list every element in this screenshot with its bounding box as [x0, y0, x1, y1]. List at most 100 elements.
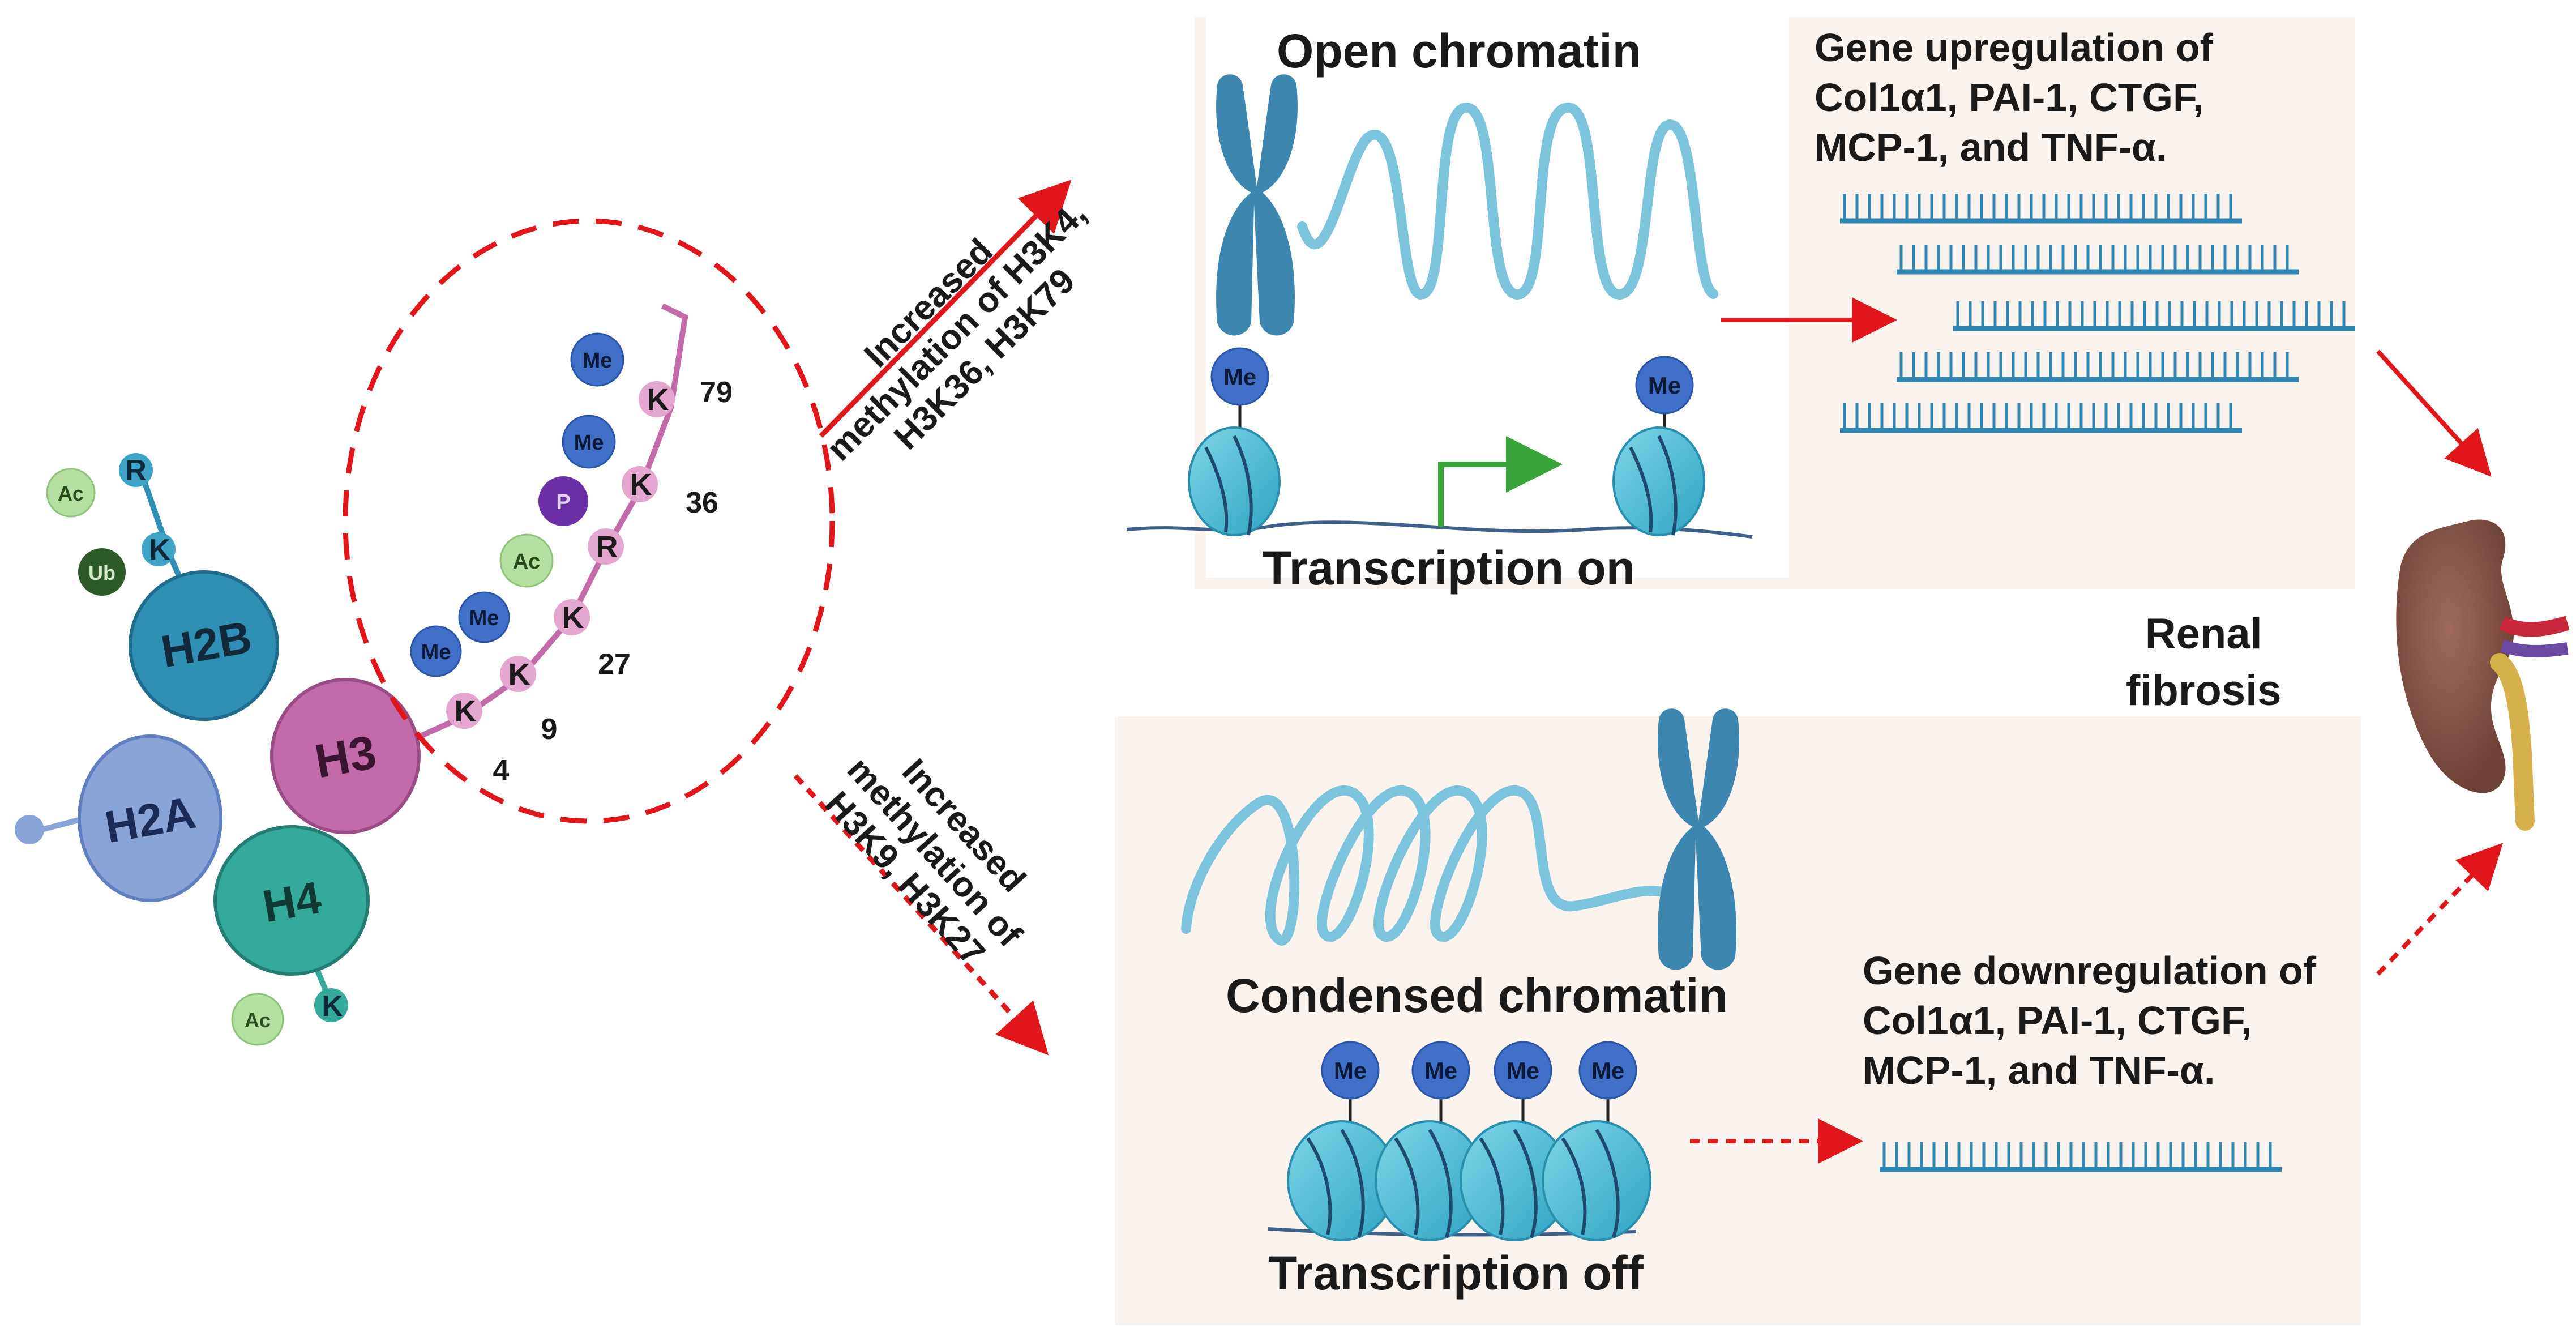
svg-text:K: K — [562, 601, 584, 635]
position-36: 36 — [686, 486, 718, 519]
position-27: 27 — [598, 648, 631, 681]
condensed-chromatin-fiber — [1181, 785, 1678, 946]
arrow-to-condensed-chromatin — [793, 774, 1049, 1056]
renal-fibrosis-line-1: Renal — [2145, 610, 2262, 658]
transcript-comb-4 — [1897, 352, 2299, 382]
position-4: 4 — [493, 754, 510, 787]
gene-up-line-2: Col1α1, PAI-1, CTGF, — [1815, 75, 2204, 119]
top-nucleosome-left — [1188, 396, 1281, 536]
svg-text:Ac: Ac — [58, 482, 84, 505]
svg-text:K: K — [149, 533, 170, 566]
h4-label: H4 — [259, 872, 325, 932]
top-me-mark-left: Me — [1210, 347, 1269, 406]
svg-text:Ac: Ac — [245, 1009, 271, 1032]
svg-text:Me: Me — [469, 607, 499, 630]
kidney-icon — [2396, 519, 2570, 831]
promoter-arrow-icon — [1438, 436, 1563, 527]
open-chromatin-fiber — [1297, 102, 1721, 300]
svg-text:Me: Me — [1507, 1057, 1539, 1084]
h2a-core — [78, 734, 222, 902]
h2b-ub-mark: Ub — [78, 548, 126, 596]
gene-down-line-3: MCP-1, and TNF-α. — [1863, 1048, 2215, 1092]
transcript-comb-5 — [1840, 403, 2242, 433]
transcript-comb-down — [1880, 1142, 2282, 1172]
svg-text:Ub: Ub — [88, 561, 115, 584]
arrow-upregulation-to-fibrosis — [2376, 349, 2492, 477]
h3-me-mark-3: Me — [562, 415, 616, 469]
arrow-to-open-chromatin — [819, 180, 1072, 438]
h4-ac-mark: Ac — [231, 993, 284, 1046]
h3-residue-k36: K — [622, 466, 658, 502]
h2a-tail — [15, 815, 86, 844]
h3-residue-r: R — [588, 528, 624, 565]
svg-text:R: R — [125, 454, 147, 487]
h3-residue-k9: K — [500, 656, 536, 692]
h3-p-mark: P — [538, 476, 588, 526]
transcript-comb-3 — [1953, 301, 2355, 331]
h2b-residue-k: K — [142, 532, 176, 566]
h3-me-mark-2: Me — [458, 591, 510, 643]
svg-text:K: K — [647, 383, 669, 417]
downregulated-transcript — [1880, 1142, 2282, 1172]
svg-text:K: K — [630, 468, 652, 502]
svg-text:Me: Me — [1648, 372, 1681, 399]
h4-residue-k: K — [314, 988, 348, 1023]
svg-text:P: P — [556, 490, 570, 514]
svg-text:Me: Me — [1334, 1057, 1367, 1084]
transcription-off-label: Transcription off — [1268, 1246, 1644, 1300]
chromosome-icon — [1216, 74, 1298, 336]
gene-up-line-1: Gene upregulation of — [1815, 25, 2213, 70]
transcript-comb-2 — [1897, 245, 2299, 275]
gene-down-line-1: Gene downregulation of — [1863, 949, 2317, 993]
bottom-me-mark-2: Me — [1411, 1041, 1470, 1100]
svg-text:Ac: Ac — [513, 550, 541, 574]
svg-text:Me: Me — [1424, 1057, 1457, 1084]
h2b-core — [129, 570, 279, 721]
h3-core — [270, 678, 421, 834]
svg-text:K: K — [508, 657, 530, 691]
bottom-me-mark-1: Me — [1321, 1041, 1380, 1100]
svg-text:Me: Me — [1591, 1057, 1624, 1084]
svg-text:Me: Me — [1223, 364, 1256, 390]
gene-down-line-2: Col1α1, PAI-1, CTGF, — [1863, 998, 2252, 1043]
h3-tail-highlight-ring — [343, 218, 835, 824]
svg-text:Me: Me — [421, 640, 451, 664]
h3-label: H3 — [311, 725, 380, 788]
svg-text:K: K — [322, 990, 343, 1023]
h4-core — [213, 825, 370, 976]
transcript-comb-1 — [1840, 194, 2242, 224]
open-chromatin-title: Open chromatin — [1277, 24, 1642, 78]
top-nucleosome-right — [1612, 408, 1705, 536]
bottom-nucleosome-4 — [1542, 1093, 1651, 1241]
svg-text:R: R — [596, 530, 618, 564]
h3-me-mark-4: Me — [570, 332, 624, 387]
gene-up-line-3: MCP-1, and TNF-α. — [1815, 125, 2167, 169]
h3-ac-mark: Ac — [499, 533, 554, 588]
gene-downregulation-text: Gene downregulation of Col1α1, PAI-1, CT… — [1863, 946, 2372, 1095]
position-9: 9 — [541, 713, 558, 746]
condensed-chromatin-title: Condensed chromatin — [1226, 969, 1728, 1022]
h3-me-mark-1: Me — [410, 625, 462, 677]
bottom-me-mark-4: Me — [1578, 1041, 1637, 1100]
bottom-me-mark-3: Me — [1494, 1041, 1552, 1100]
svg-text:K: K — [455, 694, 477, 728]
h3-residue-k4: K — [446, 693, 482, 729]
top-me-mark-right: Me — [1635, 356, 1694, 415]
chromosome-icon-bottom — [1658, 708, 1739, 970]
h2b-residue-r: R — [119, 453, 153, 487]
h3-residue-k27: K — [554, 599, 590, 635]
svg-text:Me: Me — [583, 349, 613, 373]
renal-fibrosis-line-2: fibrosis — [2126, 667, 2282, 715]
h3-residue-k79: K — [639, 381, 675, 417]
gene-upregulation-text: Gene upregulation of Col1α1, PAI-1, CTGF… — [1815, 23, 2324, 172]
svg-text:Me: Me — [574, 431, 604, 455]
arrow-downregulation-to-fibrosis — [2376, 843, 2504, 976]
position-79: 79 — [700, 376, 733, 409]
h2b-ac-mark: Ac — [46, 468, 96, 518]
transcription-on-label: Transcription on — [1263, 541, 1636, 595]
h3-tail — [406, 303, 688, 745]
renal-fibrosis-label: Renal fibrosis — [2126, 606, 2282, 719]
upregulated-transcripts — [1840, 194, 2355, 433]
bottom-nucleosome-1 — [1287, 1093, 1397, 1241]
